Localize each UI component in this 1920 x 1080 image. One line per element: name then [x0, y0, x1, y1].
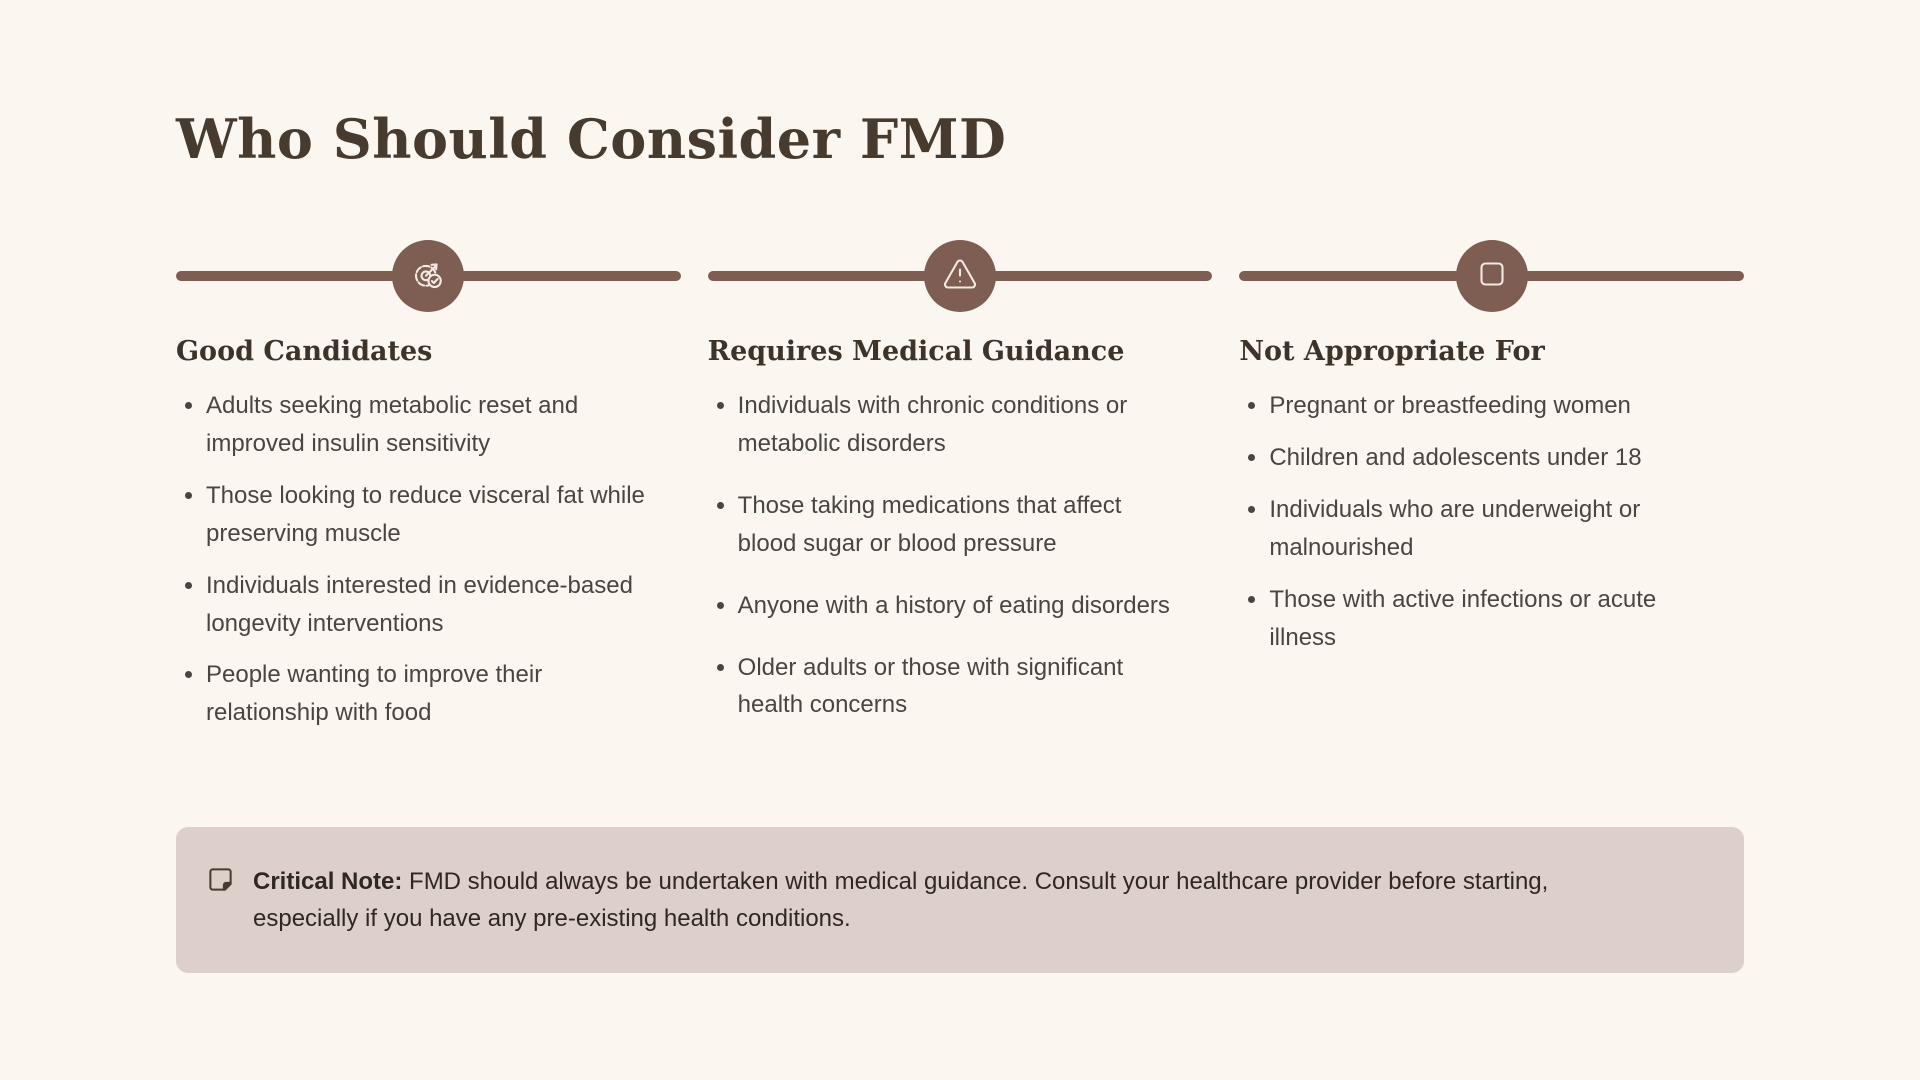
square-icon	[1474, 256, 1510, 297]
critical-note-box: Critical Note: FMD should always be unde…	[176, 827, 1744, 973]
list-item: Children and adolescents under 18	[1269, 439, 1714, 477]
columns-row: Good Candidates Adults seeking metabolic…	[176, 240, 1745, 748]
column-heading: Good Candidates	[176, 336, 433, 367]
icon-circle	[924, 240, 996, 312]
page-title: Who Should Consider FMD	[176, 107, 1007, 171]
list-item: Those with active infections or acute il…	[1269, 581, 1714, 657]
list-item: Pregnant or breastfeeding women	[1269, 387, 1714, 425]
list-item: Older adults or those with significant h…	[738, 649, 1183, 725]
critical-note-text: Critical Note: FMD should always be unde…	[253, 863, 1613, 937]
column-good-candidates: Good Candidates Adults seeking metabolic…	[176, 240, 681, 748]
column-heading: Not Appropriate For	[1239, 336, 1545, 367]
icon-circle	[392, 240, 465, 312]
column-heading: Requires Medical Guidance	[707, 336, 1125, 367]
divider-good-candidates	[176, 240, 681, 312]
column-not-appropriate-for: Not Appropriate For Pregnant or breastfe…	[1239, 240, 1745, 748]
list-item: Adults seeking metabolic reset and impro…	[206, 387, 651, 463]
list-item: Those taking medications that affect blo…	[738, 487, 1183, 563]
critical-note-body: FMD should always be undertaken with med…	[253, 868, 1549, 933]
list-item: Individuals who are underweight or malno…	[1269, 491, 1714, 567]
divider-requires-medical-guidance	[707, 240, 1213, 312]
list-item: Those looking to reduce visceral fat whi…	[206, 477, 651, 553]
column-requires-medical-guidance: Requires Medical Guidance Individuals wi…	[707, 240, 1213, 748]
list-item: Anyone with a history of eating disorder…	[738, 587, 1183, 625]
list-item: Individuals interested in evidence-based…	[206, 567, 651, 643]
list-item: People wanting to improve their relation…	[206, 656, 651, 732]
sticky-note-icon	[207, 866, 234, 893]
target-check-icon	[410, 256, 446, 297]
bullet-list: Pregnant or breastfeeding women Children…	[1239, 387, 1744, 656]
bullet-list: Individuals with chronic conditions or m…	[708, 387, 1213, 724]
bullet-list: Adults seeking metabolic reset and impro…	[176, 387, 681, 732]
critical-note-label: Critical Note:	[253, 868, 403, 895]
list-item: Individuals with chronic conditions or m…	[738, 387, 1183, 463]
alert-triangle-icon	[942, 256, 978, 297]
divider-not-appropriate-for	[1239, 240, 1745, 312]
icon-circle	[1455, 240, 1528, 312]
